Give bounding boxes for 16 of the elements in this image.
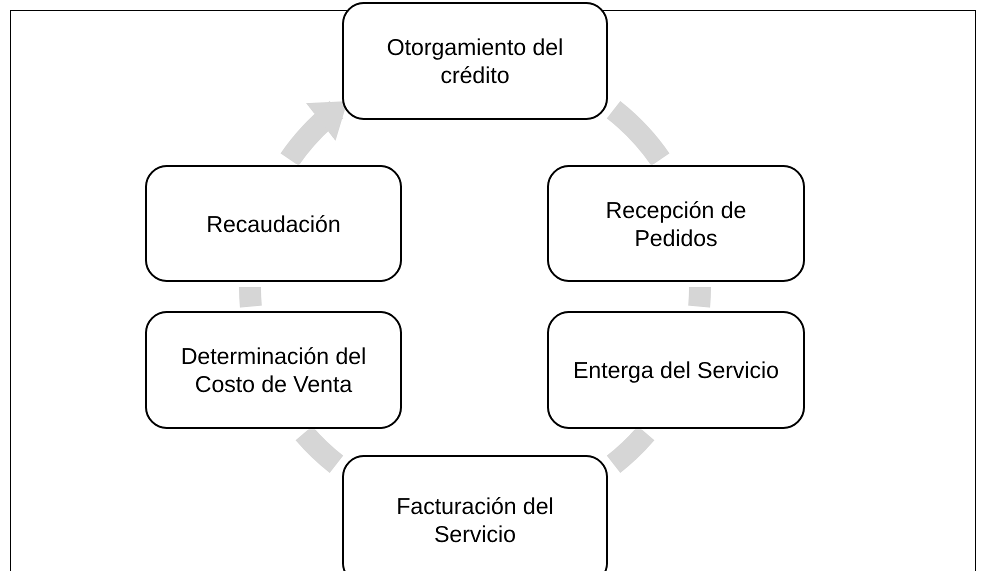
box-label: Recepción de Pedidos — [604, 196, 748, 252]
process-box — [342, 2, 608, 120]
process-box — [145, 311, 402, 429]
box-label: Recaudación — [206, 210, 341, 238]
process-box — [145, 165, 402, 282]
box-label: Facturación del Servicio — [395, 492, 555, 548]
process-box — [342, 455, 608, 571]
process-box — [547, 311, 805, 429]
process-box — [547, 165, 805, 282]
cycle-arc — [688, 286, 711, 308]
cycle-arrow — [280, 100, 348, 166]
cycle-arc — [239, 286, 262, 308]
cycle-arc — [606, 101, 670, 166]
box-label: Otorgamiento del crédito — [386, 33, 564, 89]
box-label: Enterga del Servicio — [573, 356, 779, 384]
box-label: Determinación del Costo de Venta — [180, 342, 368, 398]
